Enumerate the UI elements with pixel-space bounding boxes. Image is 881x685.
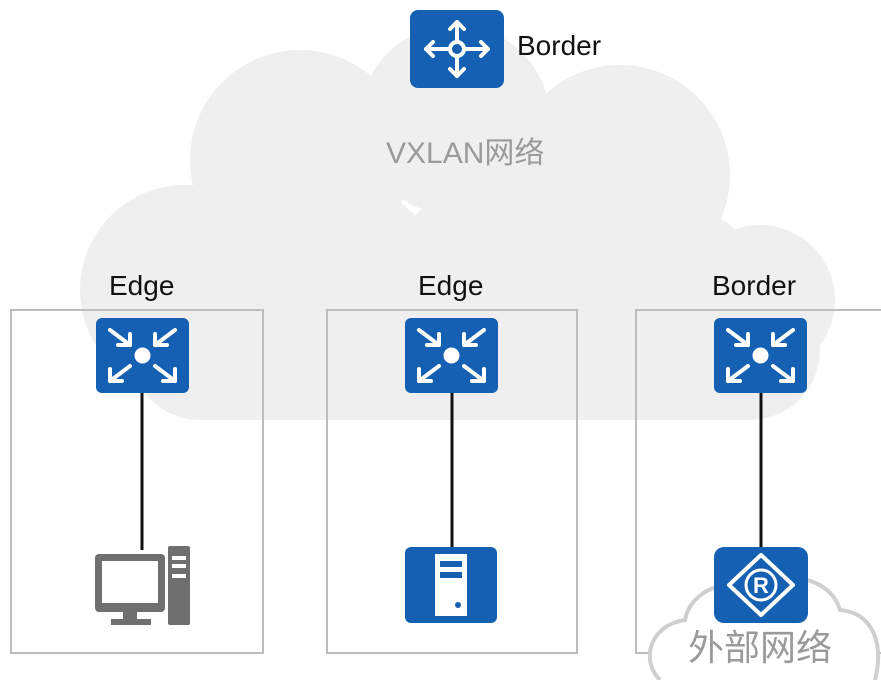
svg-text:R: R [753,573,769,598]
border-label: Border [712,270,797,301]
switch-icon [714,318,807,393]
vxlan-network-label: VXLAN网络 [386,137,545,170]
edge-1-label: Edge [109,270,175,301]
router-r-icon: R [714,547,808,623]
zone-edge-1 [10,309,264,654]
server-icon [405,547,497,623]
top-border-label: Border [517,30,602,61]
switch-icon [96,318,189,393]
zone-edge-2 [326,309,578,654]
edge-2-label: Edge [418,270,484,301]
switch-icon [405,318,498,393]
external-network-label: 外部网络 [688,627,833,668]
router-icon [410,10,504,88]
pc-icon [95,546,190,625]
